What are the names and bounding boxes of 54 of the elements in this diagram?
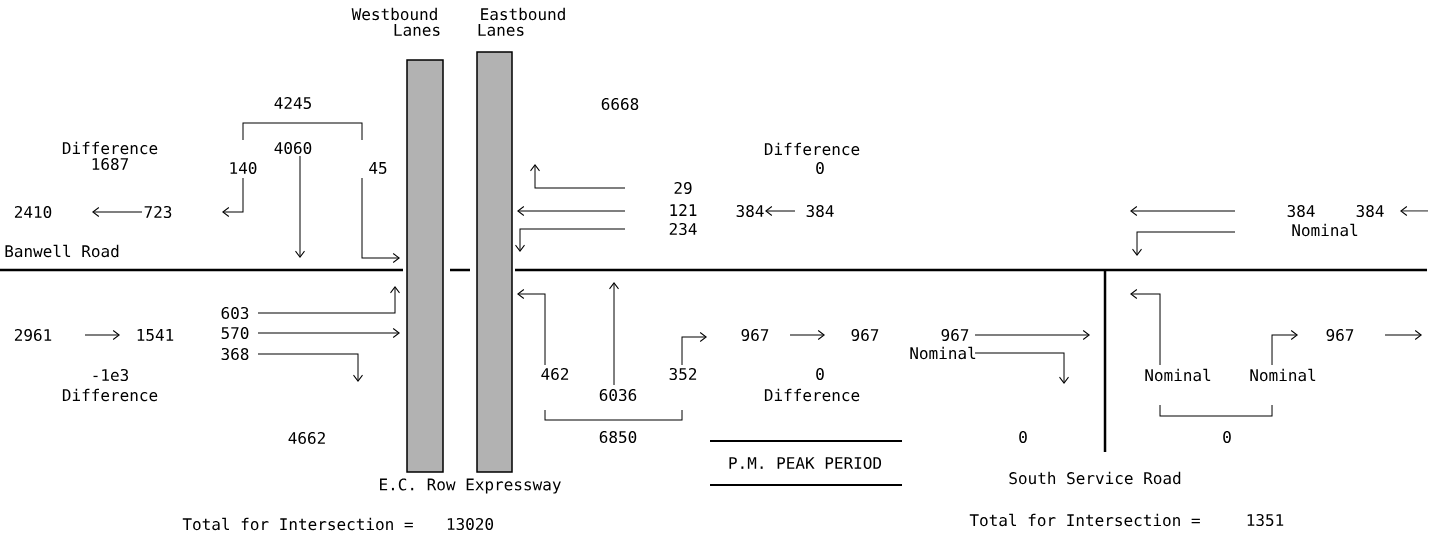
label: Difference <box>62 388 158 402</box>
label: 2410 <box>14 205 52 219</box>
label: 1541 <box>137 329 174 341</box>
label: Difference <box>764 388 860 402</box>
label: 0 <box>1019 430 1027 444</box>
label: 4662 <box>288 431 325 445</box>
label: 0 <box>816 161 824 175</box>
label: 121 <box>670 204 697 216</box>
label: 0 <box>816 367 824 381</box>
label: 2961 <box>14 328 52 342</box>
label: 1687 <box>92 157 129 171</box>
label: Total for Intersection = <box>182 517 413 531</box>
label: Westbound <box>351 7 437 21</box>
label: 384 <box>1287 204 1315 218</box>
label: 45 <box>369 162 387 174</box>
title: P.M. PEAK PERIOD <box>729 456 882 470</box>
label: Difference <box>764 142 860 156</box>
label: 6036 <box>599 388 637 402</box>
label: Nominal <box>910 346 976 360</box>
label: 6668 <box>601 97 639 111</box>
label: Lanes <box>478 24 524 36</box>
label: 352 <box>669 367 697 381</box>
label: Banwell Road <box>5 244 119 258</box>
label: 140 <box>230 161 257 175</box>
label: 1351 <box>1247 513 1284 527</box>
label: 723 <box>144 205 172 219</box>
label: -1e3 <box>93 368 129 382</box>
label: 13020 <box>447 517 494 531</box>
label: Difference <box>62 141 158 155</box>
label: 4245 <box>274 96 311 110</box>
label: 6850 <box>599 430 637 444</box>
label: 384 <box>806 204 834 218</box>
label: 967 <box>741 328 769 342</box>
label: 570 <box>221 326 249 340</box>
label: Nominal <box>1292 223 1358 237</box>
label: Lanes <box>394 24 440 36</box>
label: E.C. Row Expressway <box>380 478 561 494</box>
label: 603 <box>221 306 249 320</box>
label: 967 <box>941 328 969 342</box>
label: 384 <box>736 204 764 218</box>
label: Nominal <box>1250 368 1316 382</box>
label: 462 <box>541 367 569 381</box>
label: 29 <box>674 181 692 195</box>
label: Eastbound <box>481 7 565 21</box>
label: Nominal <box>1145 368 1211 382</box>
label: 0 <box>1223 430 1231 444</box>
label: 967 <box>851 328 879 342</box>
label: 384 <box>1356 204 1384 218</box>
label: 368 <box>221 347 249 361</box>
label: 4060 <box>274 141 312 155</box>
label: South Service Road <box>1009 471 1181 485</box>
label: Total for Intersection = <box>969 513 1200 527</box>
label: 967 <box>1326 328 1354 342</box>
label: 234 <box>669 222 697 236</box>
